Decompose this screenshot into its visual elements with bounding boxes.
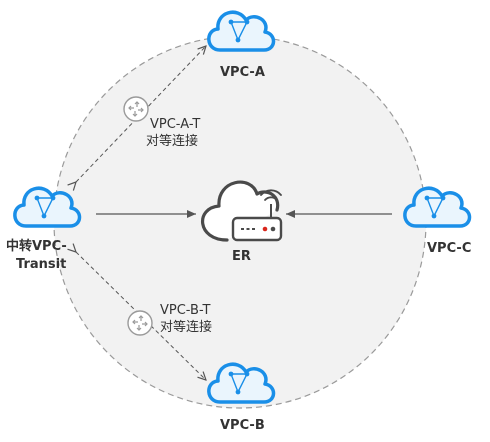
er-label: ER [232, 249, 251, 264]
vpc-a-label: VPC-A [220, 65, 265, 80]
vpc-cloud-icon [403, 186, 472, 228]
peering-a-type: 对等连接 [146, 134, 199, 149]
transit-label-line2: Transit [16, 257, 67, 272]
peering-b-type: 对等连接 [160, 320, 213, 335]
vpc-cloud-icon [207, 10, 276, 52]
peering-b-name: VPC-B-T [160, 303, 211, 318]
enterprise-router-icon [201, 180, 283, 242]
peering-a-name: VPC-A-T [150, 117, 201, 132]
vpc-cloud-icon [207, 362, 276, 404]
peering-router-icon [123, 96, 149, 122]
vpc-c-label: VPC-C [427, 241, 472, 256]
vpc-cloud-icon [13, 186, 82, 228]
transit-label-line1: 中转VPC- [6, 239, 67, 254]
peering-router-icon [127, 310, 153, 336]
vpc-b-label: VPC-B [220, 418, 265, 433]
